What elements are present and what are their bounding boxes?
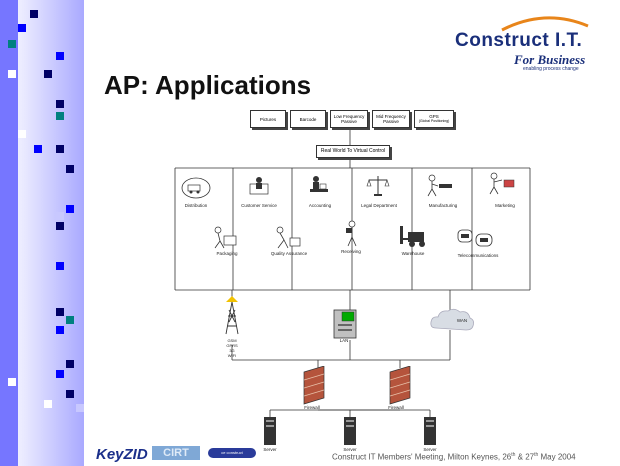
input-sublabel: (Global Positioning)	[418, 119, 450, 123]
firewall-right-icon	[389, 366, 411, 405]
input-box: GPS(Global Positioning)	[414, 110, 454, 128]
input-label: GPS	[429, 114, 439, 119]
dept-label-warehouse: Warehouse	[401, 251, 425, 256]
lan-label: LAN	[339, 338, 349, 343]
lan-computer-icon	[333, 309, 357, 339]
dept-label-receiving: Receiving	[341, 249, 361, 254]
dept-label-distribution: Distribution	[184, 203, 208, 208]
footer-part: May 2004	[538, 452, 576, 462]
input-label: Mid Frequency Passive	[376, 114, 406, 124]
sidebar-square	[8, 40, 16, 48]
sidebar-square	[56, 145, 64, 153]
sidebar-square	[66, 165, 74, 173]
mast-labels: GSM GPRS 3G WIFI	[226, 338, 237, 358]
sidebar-band	[0, 0, 18, 466]
footer-text: Construct IT Members' Meeting, Milton Ke…	[332, 452, 576, 462]
footer-sup: th	[511, 452, 516, 458]
mast-label: WIFI	[227, 353, 237, 358]
mast-label: GPRS	[226, 343, 238, 348]
sidebar-square	[56, 52, 64, 60]
input-box: Low Frequency Passive	[330, 110, 368, 128]
sidebar-square	[8, 70, 16, 78]
sidebar-square	[30, 10, 38, 18]
sidebar-square	[44, 400, 52, 408]
dept-label-accounting: Accounting	[308, 203, 332, 208]
sidebar-square	[44, 70, 52, 78]
forklift-icon	[400, 226, 425, 247]
sponsor-logo-construct: ce construct	[208, 448, 256, 458]
dept-label-customer-service: Customer Service	[241, 203, 277, 208]
sidebar-square	[56, 370, 64, 378]
firewall-right-label: Firewall	[388, 405, 404, 410]
control-box: Real World To Virtual Control	[316, 145, 390, 158]
firewall-left-label: Firewall	[304, 405, 320, 410]
dept-label-telecommunications: Telecommunications	[457, 253, 499, 258]
firewall-left-icon	[303, 366, 325, 405]
wan-cloud-icon	[430, 308, 474, 331]
sidebar-square	[18, 130, 26, 138]
input-box: Barcode	[290, 110, 326, 128]
telephone-icon	[457, 229, 493, 247]
input-box: Mid Frequency Passive	[372, 110, 410, 128]
sidebar-square	[56, 262, 64, 270]
footer-part: & 27	[515, 452, 535, 462]
sidebar-square	[66, 316, 74, 324]
server-label: Server	[423, 447, 437, 452]
sidebar-square	[8, 378, 16, 386]
sidebar-square	[66, 205, 74, 213]
dept-label-legal: Legal Department	[361, 203, 397, 208]
sidebar-square	[34, 145, 42, 153]
footer-sup: th	[534, 452, 539, 458]
truck-icon	[181, 177, 211, 199]
sidebar-square	[76, 404, 84, 412]
sidebar-square	[66, 390, 74, 398]
logo-swoosh	[501, 16, 589, 32]
server-label: Server	[263, 447, 277, 452]
input-label: Low Frequency Passive	[333, 114, 365, 124]
mast-label: GSM	[227, 338, 237, 343]
sidebar-square	[56, 222, 64, 230]
marketing-icon	[489, 172, 515, 195]
logo-tagline: For Business	[514, 52, 586, 67]
server-icon	[264, 417, 276, 445]
footer-part: Construct IT Members' Meeting, Milton Ke…	[332, 452, 512, 462]
server-icon	[424, 417, 436, 445]
sponsor-logo-keyzid: KeyZID	[96, 446, 148, 463]
dept-label-marketing: Marketing	[495, 203, 515, 208]
accounting-icon	[310, 176, 328, 192]
receiving-icon	[346, 220, 357, 247]
logo-name: Construct I.T.	[455, 30, 583, 51]
input-label: Barcode	[299, 116, 317, 122]
packaging-icon	[214, 226, 237, 249]
dept-label-manufacturing: Manufacturing	[428, 203, 458, 208]
manufacturing-icon	[427, 174, 452, 197]
sidebar-square	[56, 112, 64, 120]
server-icon	[344, 417, 356, 445]
input-label: Pictures	[259, 116, 277, 122]
server-label: Server	[343, 447, 357, 452]
sidebar-square	[56, 212, 64, 220]
wan-label: WAN	[456, 318, 468, 323]
sidebar-square	[56, 100, 64, 108]
scales-icon	[366, 176, 390, 196]
dept-label-packaging: Packaging	[216, 251, 238, 256]
sidebar-square	[66, 360, 74, 368]
sponsor-logo-cirt: CIRT	[152, 446, 200, 460]
input-box: Pictures	[250, 110, 286, 128]
dept-label-quality-assurance: Quality Assurance	[270, 251, 308, 256]
mast-label: 3G	[229, 348, 235, 353]
sidebar-square	[56, 308, 64, 316]
logo-subtag: enabling process change	[523, 66, 579, 72]
quality-assurance-icon	[276, 226, 301, 249]
sidebar-square	[18, 24, 26, 32]
sidebar-square	[56, 326, 64, 334]
radio-mast-icon	[225, 296, 239, 335]
slide-title: AP: Applications	[104, 70, 312, 100]
customer-service-icon	[249, 177, 269, 195]
